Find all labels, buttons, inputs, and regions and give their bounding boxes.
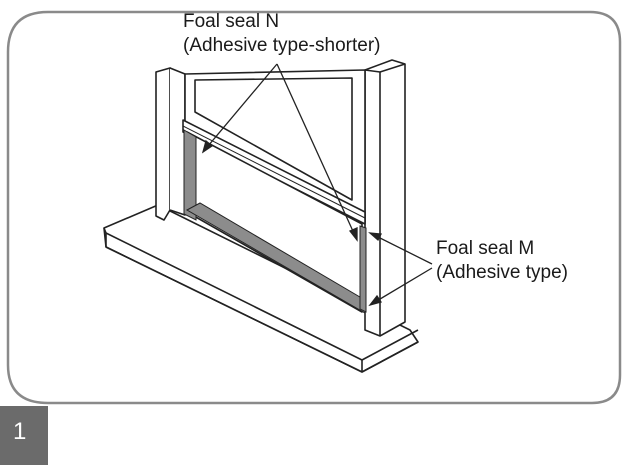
foam-seal-m-label: Foal seal M (Adhesive type) bbox=[436, 237, 568, 285]
right-post bbox=[364, 59, 406, 337]
foam-seal-n-label: Foal seal N (Adhesive type-shorter) bbox=[183, 10, 380, 58]
foam-seal-n-type: (Adhesive type-shorter) bbox=[183, 35, 381, 56]
seal-m-right bbox=[359, 225, 367, 313]
left-post bbox=[155, 67, 171, 221]
window-unit-drawing bbox=[103, 59, 419, 373]
leader-lines bbox=[201, 63, 433, 307]
foam-seal-n-title: Foal seal N bbox=[183, 11, 280, 32]
step-number: 1 bbox=[13, 418, 27, 445]
upper-window-glass bbox=[194, 77, 353, 201]
sill-shadow bbox=[105, 246, 419, 373]
foam-seal-m-type: (Adhesive type) bbox=[436, 262, 569, 283]
step-tab bbox=[0, 406, 48, 465]
foam-seals bbox=[183, 129, 367, 314]
foam-seal-m-title: Foal seal M bbox=[436, 238, 535, 259]
seal-n-left bbox=[183, 129, 197, 221]
